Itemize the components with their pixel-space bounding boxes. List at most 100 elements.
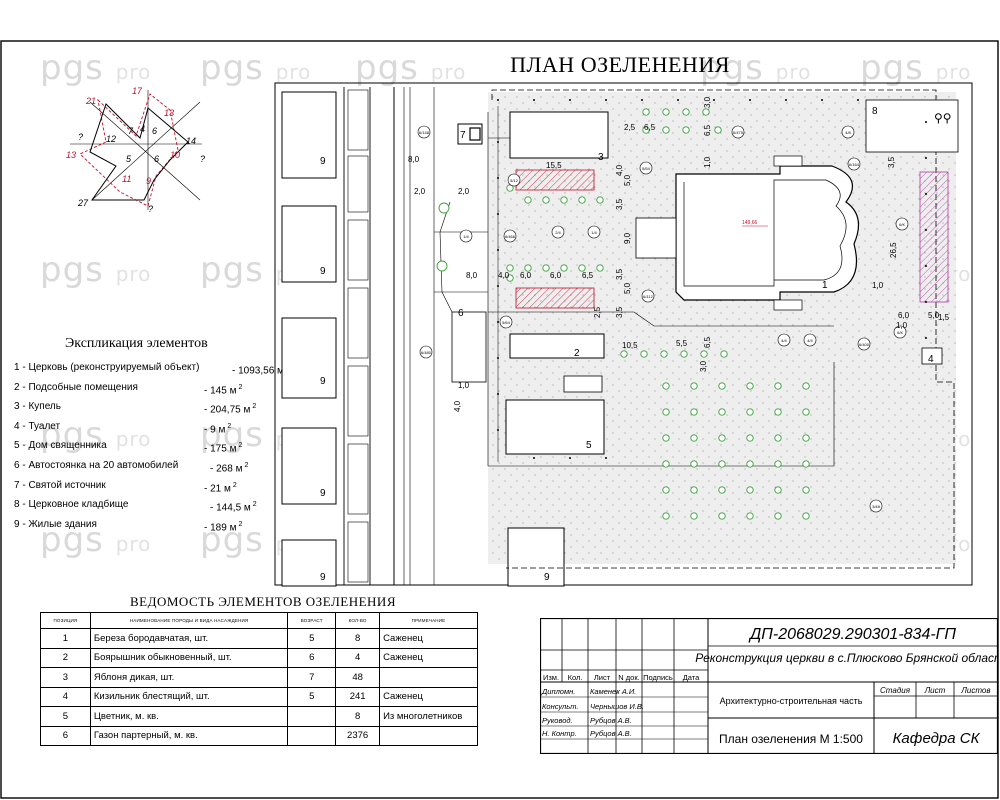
legend-list: 1 - Церковь (реконструируемый объект)- 1…: [14, 358, 290, 534]
building-number: 3: [598, 152, 604, 163]
building-number: 1: [822, 280, 828, 291]
plant-tag: 5/54: [502, 320, 511, 325]
header-cell: ПРИМЕЧАНИЕ: [379, 612, 478, 629]
dimension-label: 6,5: [703, 336, 712, 348]
house-number: 9: [320, 376, 326, 387]
dimension-label: 8,0: [466, 271, 478, 280]
windrose-label: 27: [77, 198, 89, 208]
tree-markers: [436, 108, 810, 520]
dimension-label: 3,5: [615, 306, 624, 318]
header-cell: КОЛ-ВО: [335, 612, 381, 629]
dimension-label: 15,5: [546, 161, 562, 170]
plant-tag: 5/54: [642, 166, 651, 171]
header-cell: ВОЗРАСТ: [287, 612, 337, 629]
dimension-label: 6,5: [644, 123, 656, 132]
organization: Кафедра СК: [893, 730, 981, 747]
plant-tag: 1/4: [463, 234, 469, 239]
plant-tag: 4/8: [845, 130, 851, 135]
dimension-label: 8,0: [408, 155, 420, 164]
vedomost-table: ПОЗИЦИЯ НАИМЕНОВАНИЕ ПОРОДЫ И ВИДА НАСАЖ…: [40, 612, 478, 746]
header-cell: НАИМЕНОВАНИЕ ПОРОДЫ И ВИДА НАСАЖДЕНИЯ: [89, 612, 289, 629]
people-icon: ⚲⚲: [934, 111, 952, 125]
plant-tag: 1/4: [591, 230, 597, 235]
windrose-label: ?: [78, 132, 83, 142]
building-number: 5: [586, 440, 592, 451]
dimension-label: 5,0: [623, 282, 632, 294]
dimension-label: 2,0: [458, 187, 470, 196]
stage-col: Листов: [960, 686, 990, 695]
legend-title: Экспликация элементов: [65, 336, 208, 351]
windrose-label: 4: [140, 124, 145, 134]
plant-tag: 2/4: [555, 230, 561, 235]
legend-item: 1 - Церковь (реконструируемый объект)- 1…: [14, 362, 290, 377]
plant-tag: 6/112: [643, 294, 653, 299]
plant-tag: 4/4: [807, 338, 813, 343]
building-number: 6: [458, 308, 464, 319]
windrose-label: 13: [164, 108, 174, 118]
plant-tag: 6/К: [897, 330, 903, 335]
windrose-label: 10: [170, 150, 180, 160]
role-label: Дипломн.: [541, 687, 575, 696]
dimension-label: 10,5: [622, 341, 638, 350]
role-label: Руковод.: [542, 716, 573, 725]
dimension-label: 1,5: [938, 313, 950, 322]
windrose-label: 14: [186, 136, 196, 146]
dimension-label: 2,5: [593, 306, 602, 318]
drawing-title: ПЛАН ОЗЕЛЕНЕНИЯ: [510, 52, 730, 77]
windrose-label: 5: [126, 154, 132, 164]
wind-rose: 21 17 13 14 10 9 11 27 13 12 7 4 6 5 6 ?…: [66, 86, 205, 214]
house-number: 9: [320, 156, 326, 167]
title-block: ДП-2068029.290301-834-ГП Реконструкция ц…: [540, 618, 998, 754]
plant-tag: 6/466: [505, 234, 516, 239]
dimension-label: 6,5: [582, 271, 594, 280]
plant-tag: 3/48: [872, 504, 881, 509]
header-cell: ПОЗИЦИЯ: [40, 612, 91, 629]
dimension-label: 6,5: [703, 124, 712, 136]
drawing-sheet: [0, 40, 999, 799]
role-name: Каменек А.И.: [590, 687, 636, 696]
table-header: ПОЗИЦИЯ НАИМЕНОВАНИЕ ПОРОДЫ И ВИДА НАСАЖ…: [40, 612, 478, 629]
windrose-label: 9: [146, 176, 151, 186]
stage-col: Лист: [924, 686, 946, 695]
role-name: Чернышов И.В.: [590, 702, 644, 711]
windrose-label: 6: [152, 126, 157, 136]
windrose-label: 21: [85, 96, 96, 106]
section-title: Архитектурно-строительная часть: [720, 696, 863, 706]
dimension-label: 9,0: [623, 232, 632, 244]
house-number: 9: [544, 572, 550, 583]
site-plan: 6/148 6/475 4/8 6/164 5/54 1/4 6/466 2/4…: [274, 82, 973, 587]
plant-tag: 4/4: [781, 338, 787, 343]
dimension-label: 5,5: [676, 339, 688, 348]
dimension-label: 6,0: [520, 271, 532, 280]
elevation-mark: 149,66: [742, 220, 758, 226]
windrose-label: 17: [132, 86, 143, 96]
building-number: 2: [574, 348, 580, 359]
windrose-label: 13: [66, 150, 76, 160]
house-number: 9: [320, 266, 326, 277]
dimension-label: 4,0: [615, 164, 624, 176]
plant-tag: 6/164: [849, 162, 860, 167]
project-title: Реконструкция церкви в с.Плюсково Брянск…: [695, 651, 998, 665]
role-label: Консульт.: [542, 702, 578, 711]
dimension-label: 1,0: [872, 281, 884, 290]
plant-tag: 6/475: [733, 130, 744, 135]
plant-tag: 6/148: [419, 130, 430, 135]
head-col: Кол.: [568, 673, 583, 682]
drawing-code: ДП-2068029.290301-834-ГП: [748, 626, 956, 643]
dimension-label: 5,0: [928, 311, 940, 320]
plant-tag: 6/К: [899, 222, 905, 227]
house-number: 9: [320, 572, 326, 583]
role-name: Рубцов А.В.: [590, 716, 632, 725]
plant-tag: 6/480: [421, 350, 432, 355]
